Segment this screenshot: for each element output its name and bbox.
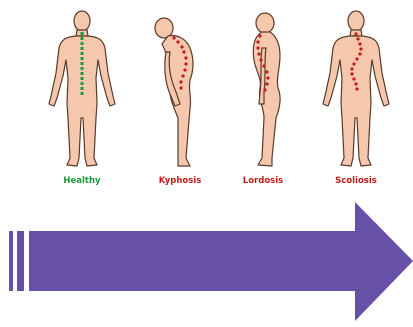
label-scoliosis: Scoliosis [306, 176, 406, 186]
label-healthy: Healthy [32, 176, 132, 186]
label-lordosis: Lordosis [213, 176, 313, 186]
lordosis-body-icon [218, 8, 308, 173]
kyphosis-body-icon [140, 8, 230, 173]
figure-kyphosis [140, 8, 230, 173]
figure-healthy [37, 8, 127, 173]
scoliosis-body-icon [311, 8, 401, 173]
arrow-right-icon [0, 198, 413, 327]
healthy-body-icon [37, 8, 127, 173]
figure-lordosis [218, 8, 308, 173]
figure-scoliosis [311, 8, 401, 173]
progression-arrow [0, 198, 413, 327]
